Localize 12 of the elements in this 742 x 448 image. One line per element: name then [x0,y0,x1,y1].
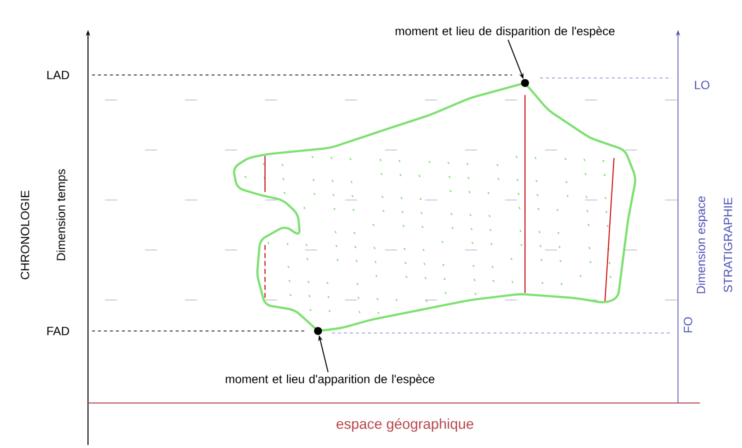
axis-label: CHRONOLOGIE [20,190,30,280]
axis-label: FO [684,317,692,332]
axis-label: LO [695,80,710,90]
axis-label: espace géographique [336,418,474,432]
point-marker [521,79,529,87]
axis-label: Dimension temps [56,169,68,260]
axis-label: LAD [47,70,70,80]
annotation-text: moment et lieu de disparition de l'espèce [396,26,615,38]
axis-label: Dimension espace [696,196,708,294]
axis-label: STRATIGRAPHIE [724,198,732,292]
axis-label: FAD [47,326,70,336]
annotation-text: moment et lieu d'apparition de l'espèce [226,374,434,386]
